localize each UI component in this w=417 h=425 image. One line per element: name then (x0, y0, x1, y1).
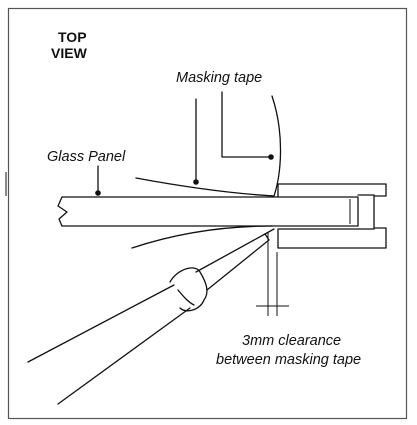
sealant-gun (27, 228, 275, 405)
sealant-collar (169, 267, 208, 312)
glass-break-line (57, 196, 68, 227)
sealant-nozzle (195, 233, 270, 291)
masking-tape-lower (131, 225, 273, 249)
masking-tape-leaders (193, 91, 274, 185)
window-frame (277, 183, 387, 249)
clearance-label-line1: 3mm clearance (242, 333, 341, 349)
masking-tape-upper (135, 95, 282, 197)
sealant-tube-lower (57, 307, 191, 405)
sealant-tube-upper (27, 284, 175, 363)
view-title-line1: TOP (58, 29, 87, 45)
glass-panel-label: Glass Panel (47, 149, 126, 165)
clearance-label-line2: between masking tape (216, 352, 361, 368)
glass-panel (57, 196, 359, 227)
clearance-dimension (256, 232, 289, 316)
masking-tape-label: Masking tape (176, 70, 262, 86)
diagram-border (7, 7, 408, 420)
glass-panel-leader (95, 165, 101, 196)
view-title-line2: VIEW (51, 45, 88, 61)
